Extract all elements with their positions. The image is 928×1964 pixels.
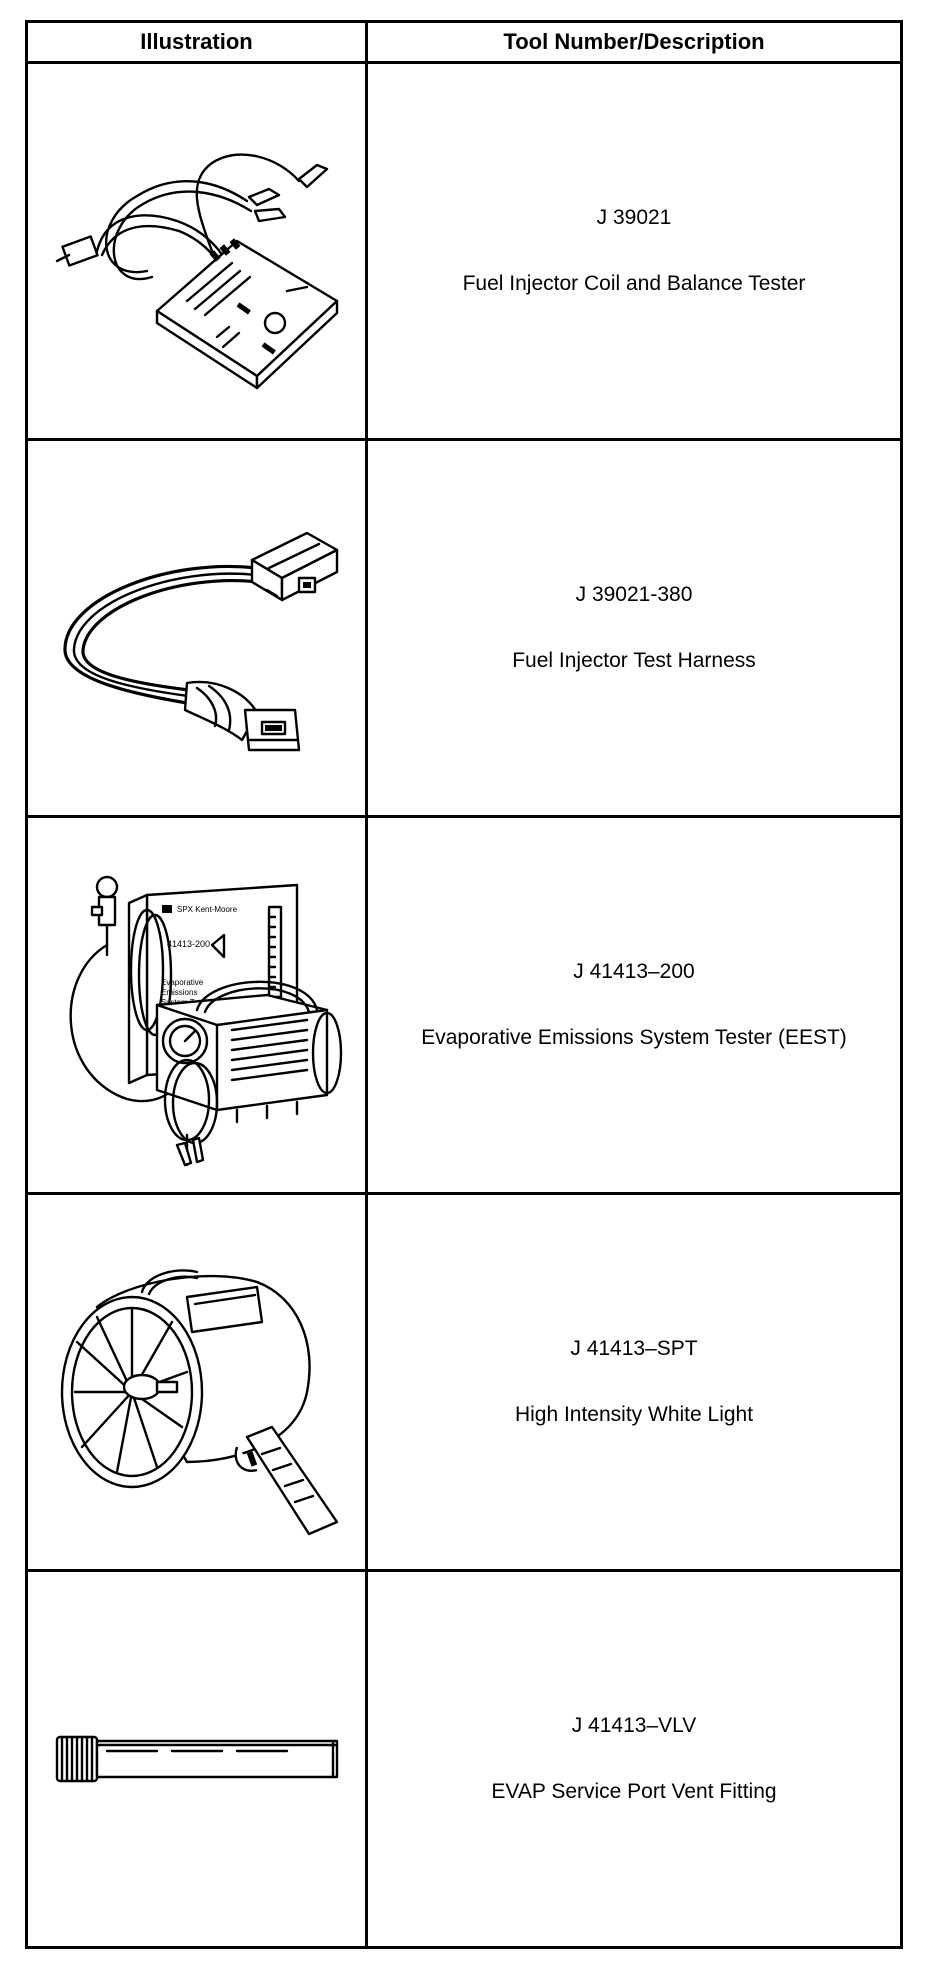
tool-cell: J 41413–200 Evaporative Emissions System… (365, 815, 903, 1195)
illustration-cell (25, 438, 368, 818)
table-row: SPX Kent-Moore 41413-200 Evaporative Emi… (25, 815, 903, 1195)
eest-caption-line-2: Emissions (161, 988, 197, 997)
illustration-cell (25, 1192, 368, 1572)
tool-description: Fuel Injector Test Harness (512, 649, 756, 672)
table-row: J 39021-380 Fuel Injector Test Harness (25, 438, 903, 818)
tool-table: Illustration Tool Number/Description (25, 20, 903, 1949)
tool-number: J 41413–SPT (570, 1337, 698, 1360)
test-harness-icon (62, 531, 338, 752)
tool-number: J 41413–VLV (571, 1714, 697, 1737)
header-illustration: Illustration (25, 20, 368, 64)
eest-brand-label: SPX Kent-Moore (177, 905, 238, 914)
illustration-cell (25, 1569, 368, 1949)
illustration-cell: SPX Kent-Moore 41413-200 Evaporative Emi… (25, 815, 368, 1195)
vent-fitting-icon (55, 1735, 338, 1783)
tool-cell: J 41413–VLV EVAP Service Port Vent Fitti… (365, 1569, 903, 1949)
eest-caption-line-1: Evaporative (161, 978, 204, 987)
tool-number: J 39021 (596, 206, 672, 229)
table-row: J 41413–VLV EVAP Service Port Vent Fitti… (25, 1569, 903, 1949)
illustration-cell (25, 61, 368, 441)
tool-number: J 41413–200 (573, 960, 695, 983)
tool-description: Evaporative Emissions System Tester (EES… (421, 1026, 847, 1049)
tool-description: Fuel Injector Coil and Balance Tester (462, 272, 806, 295)
eest-model-label: 41413-200 (167, 939, 210, 949)
table-header-row: Illustration Tool Number/Description (25, 20, 903, 64)
tool-cell: J 41413–SPT High Intensity White Light (365, 1192, 903, 1572)
coil-balance-tester-icon (55, 153, 338, 390)
white-light-icon (60, 1269, 338, 1536)
tool-number: J 39021-380 (575, 583, 693, 606)
table-row: J 39021 Fuel Injector Coil and Balance T… (25, 61, 903, 441)
tool-cell: J 39021-380 Fuel Injector Test Harness (365, 438, 903, 818)
tool-description: High Intensity White Light (514, 1403, 754, 1426)
tool-description: EVAP Service Port Vent Fitting (491, 1780, 777, 1803)
tool-cell: J 39021 Fuel Injector Coil and Balance T… (365, 61, 903, 441)
header-tool-number: Tool Number/Description (365, 20, 903, 64)
table-row: J 41413–SPT High Intensity White Light (25, 1192, 903, 1572)
emissions-tester-icon: SPX Kent-Moore 41413-200 Evaporative Emi… (68, 875, 342, 1167)
